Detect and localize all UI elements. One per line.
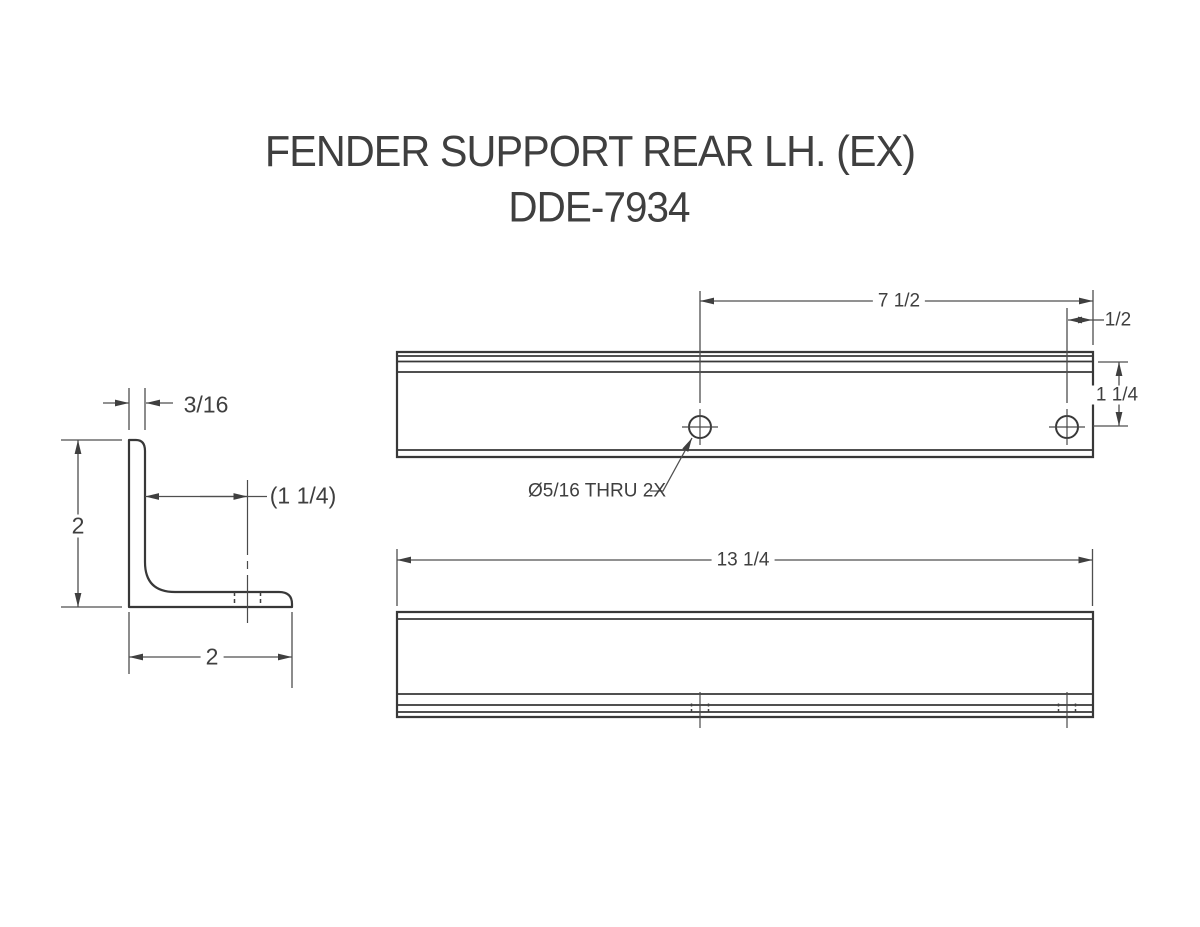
top-view-dimensions xyxy=(650,290,1128,492)
dim-height: 2 xyxy=(66,514,90,538)
section-outline xyxy=(127,438,294,609)
right-hole-crosshair xyxy=(1049,409,1085,445)
section-dimensions xyxy=(61,388,293,688)
front-hole-centerlines xyxy=(699,692,1068,728)
top-view-outline xyxy=(395,350,1095,459)
dim-width: 2 xyxy=(200,645,224,669)
dim-hole-edge-offset: 1 1/4 xyxy=(1090,385,1144,405)
part-number: DDE-7934 xyxy=(508,183,690,232)
dim-hole-end-offset: 1/2 xyxy=(1104,309,1132,331)
top-view-edge-lines xyxy=(397,355,1093,451)
dim-hole-centerline-offset: (1 1/4) xyxy=(269,482,337,509)
dim-overall-length: 13 1/4 xyxy=(711,550,775,570)
hole-note-leader xyxy=(650,437,693,492)
dim-hole-spacing: 7 1/2 xyxy=(872,291,926,311)
drawing-title: FENDER SUPPORT REAR LH. (EX) xyxy=(264,127,916,176)
top-view xyxy=(395,290,1128,492)
front-view xyxy=(395,549,1095,728)
front-view-edge-lines xyxy=(397,618,1093,713)
dim-thickness: 3/16 xyxy=(183,391,229,418)
hole-note: Ø5/16 THRU 2X xyxy=(528,480,666,502)
section-hole-hidden-lines xyxy=(233,592,262,607)
front-view-outline xyxy=(395,610,1095,719)
section-view xyxy=(61,388,294,688)
left-hole-crosshair xyxy=(682,409,718,445)
